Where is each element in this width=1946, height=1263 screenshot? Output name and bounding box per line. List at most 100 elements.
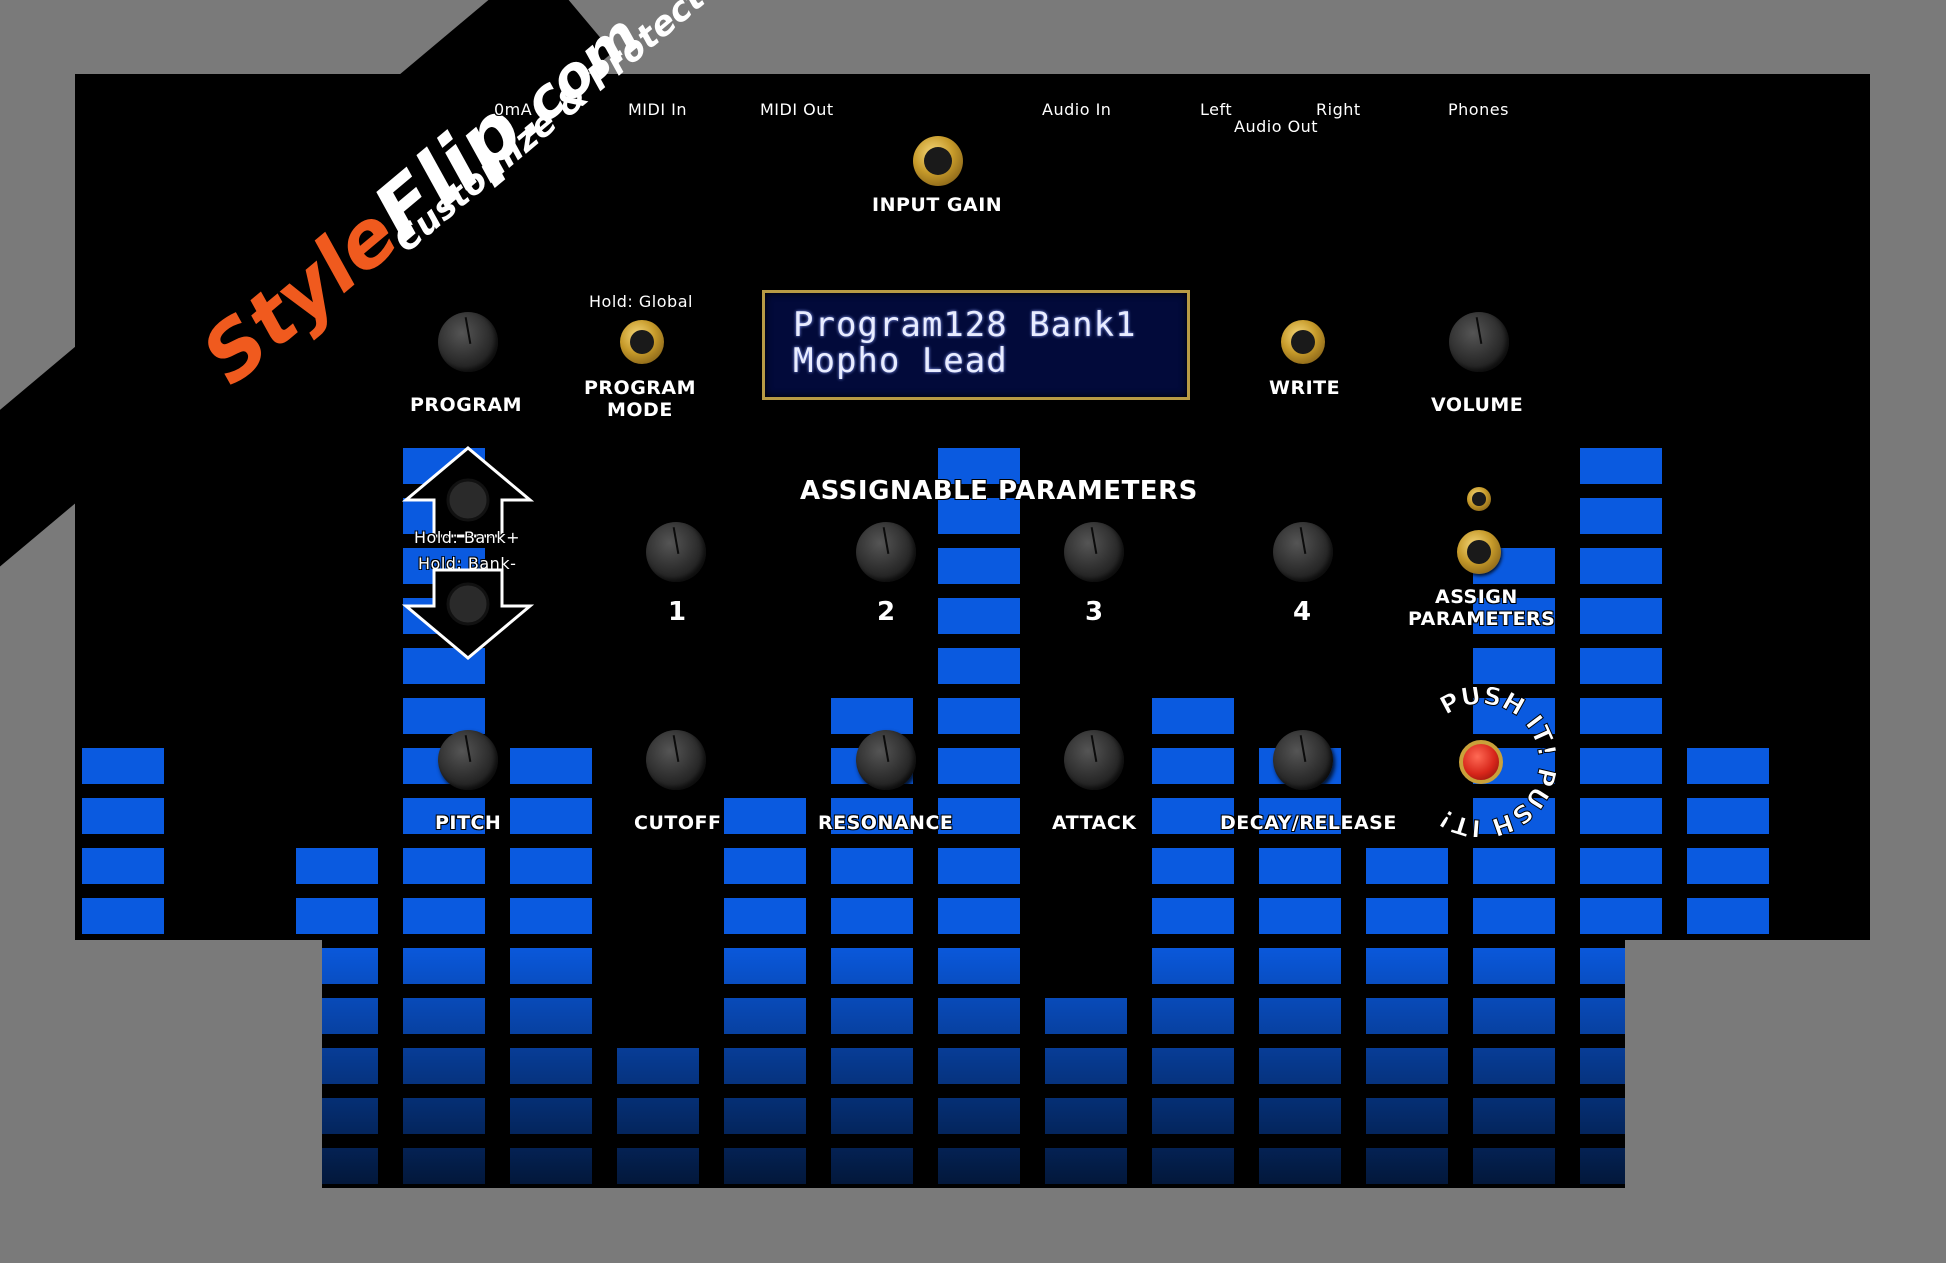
eq-bar-segment: [1687, 998, 1769, 1034]
input-gain-knob[interactable]: [913, 136, 963, 186]
eq-bar-segment: [1687, 1148, 1769, 1184]
eq-bar-segment: [82, 1048, 164, 1084]
cutoff-knob[interactable]: [646, 730, 706, 790]
bank-down-button[interactable]: [402, 566, 534, 662]
eq-bar-segment: [1580, 698, 1662, 734]
eq-bar-segment: [1473, 698, 1555, 734]
assign-4-knob[interactable]: [1273, 522, 1333, 582]
eq-bar-segment: [1259, 848, 1341, 884]
eq-bar-segment: [82, 748, 164, 784]
jack-label-audio-out: Audio Out: [1234, 117, 1319, 136]
decay-release-knob[interactable]: [1273, 730, 1333, 790]
program-mode-button[interactable]: [620, 320, 664, 364]
push-it-button[interactable]: [1459, 740, 1503, 784]
lcd-display: Program128 Bank1 Mopho Lead: [762, 290, 1190, 400]
eq-bar-segment: [724, 848, 806, 884]
program-knob[interactable]: [438, 312, 498, 372]
eq-bar-segment: [1580, 798, 1662, 834]
eq-bar-segment: [82, 848, 164, 884]
eq-bar-segment: [403, 698, 485, 734]
assign-1-knob[interactable]: [646, 522, 706, 582]
jack-label-right: Right: [1316, 100, 1361, 119]
eq-bar-segment: [1473, 798, 1555, 834]
eq-bar-segment: [831, 798, 913, 834]
eq-bar-segment: [1901, 798, 1946, 834]
resonance-label: RESONANCE: [818, 812, 954, 834]
write-label: WRITE: [1269, 377, 1341, 399]
program-mode-hold-label: Hold: Global: [589, 292, 693, 311]
eq-bar-segment: [1152, 698, 1234, 734]
eq-bar-segment: [831, 898, 913, 934]
eq-bar-segment: [510, 898, 592, 934]
eq-bar-segment: [1794, 1048, 1870, 1084]
eq-bar-segment: [403, 898, 485, 934]
input-gain-label: INPUT GAIN: [872, 194, 1003, 216]
eq-bar-segment: [1580, 448, 1662, 484]
eq-bar-segment: [189, 1048, 271, 1084]
svg-text:PUSH IT! PUSH IT!: PUSH IT! PUSH IT!: [1434, 687, 1556, 837]
eq-bar-segment: [1366, 898, 1448, 934]
eq-bar-segment: [938, 548, 1020, 584]
eq-bar-segment: [724, 798, 806, 834]
assign-parameters-button[interactable]: [1457, 530, 1501, 574]
volume-label: VOLUME: [1431, 394, 1524, 416]
attack-knob[interactable]: [1064, 730, 1124, 790]
eq-bar-segment: [938, 498, 1020, 534]
eq-bar-segment: [82, 948, 164, 984]
eq-bar-segment: [1473, 648, 1555, 684]
eq-bar-segment: [1580, 898, 1662, 934]
bank-up-button[interactable]: [402, 444, 534, 540]
eq-bar-segment: [1901, 848, 1946, 884]
assign-parameters-label-line2: PARAMETERS: [1408, 608, 1556, 630]
eq-bar-segment: [1687, 798, 1769, 834]
eq-bar-segment: [403, 848, 485, 884]
eq-bar-segment: [510, 798, 592, 834]
eq-bar-segment: [1580, 548, 1662, 584]
eq-bar-segment: [1580, 498, 1662, 534]
eq-bar-segment: [938, 748, 1020, 784]
write-button[interactable]: [1281, 320, 1325, 364]
assign-3-label: 3: [1085, 597, 1104, 627]
eq-bar-segment: [82, 1148, 164, 1184]
pitch-label: PITCH: [435, 812, 502, 834]
assign-2-knob[interactable]: [856, 522, 916, 582]
program-mode-label-line1: PROGRAM: [584, 377, 697, 399]
jack-label-audio-in: Audio In: [1042, 100, 1112, 119]
eq-bar-segment: [938, 648, 1020, 684]
resonance-knob[interactable]: [856, 730, 916, 790]
eq-bar-segment: [1687, 848, 1769, 884]
assign-2-label: 2: [877, 597, 896, 627]
cutoff-label: CUTOFF: [634, 812, 722, 834]
eq-bar-segment: [938, 848, 1020, 884]
eq-bar-segment: [1152, 848, 1234, 884]
assignable-parameters-title: ASSIGNABLE PARAMETERS: [800, 476, 1198, 506]
jack-label-midi-in: MIDI In: [628, 100, 688, 119]
eq-bar-segment: [938, 798, 1020, 834]
lcd-line-2: Mopho Lead: [793, 341, 1008, 381]
eq-bar-segment: [403, 798, 485, 834]
eq-bar-segment: [1473, 848, 1555, 884]
assign-4-label: 4: [1293, 597, 1312, 627]
eq-bar-segment: [1687, 898, 1769, 934]
pitch-knob[interactable]: [438, 730, 498, 790]
eq-bar-segment: [1901, 898, 1946, 934]
volume-knob[interactable]: [1449, 312, 1509, 372]
eq-bar-segment: [1901, 748, 1946, 784]
eq-bar-segment: [1366, 848, 1448, 884]
assign-3-knob[interactable]: [1064, 522, 1124, 582]
assign-1-label: 1: [668, 597, 687, 627]
push-it-ring-text: PUSH IT! PUSH IT!: [1433, 687, 1556, 837]
lcd-line-1: Program128 Bank1: [793, 305, 1137, 345]
eq-bar-segment: [1901, 698, 1946, 734]
eq-bar-segment: [82, 1098, 164, 1134]
eq-bar-segment: [1580, 648, 1662, 684]
eq-bar-segment: [1687, 1098, 1769, 1134]
bank-up-hold-label: Hold: Bank+: [414, 528, 520, 547]
eq-bar-segment: [1473, 898, 1555, 934]
eq-bar-segment: [1687, 948, 1769, 984]
eq-bar-segment: [1259, 898, 1341, 934]
eq-bar-segment: [1901, 1098, 1946, 1134]
eq-bar-segment: [1901, 998, 1946, 1034]
